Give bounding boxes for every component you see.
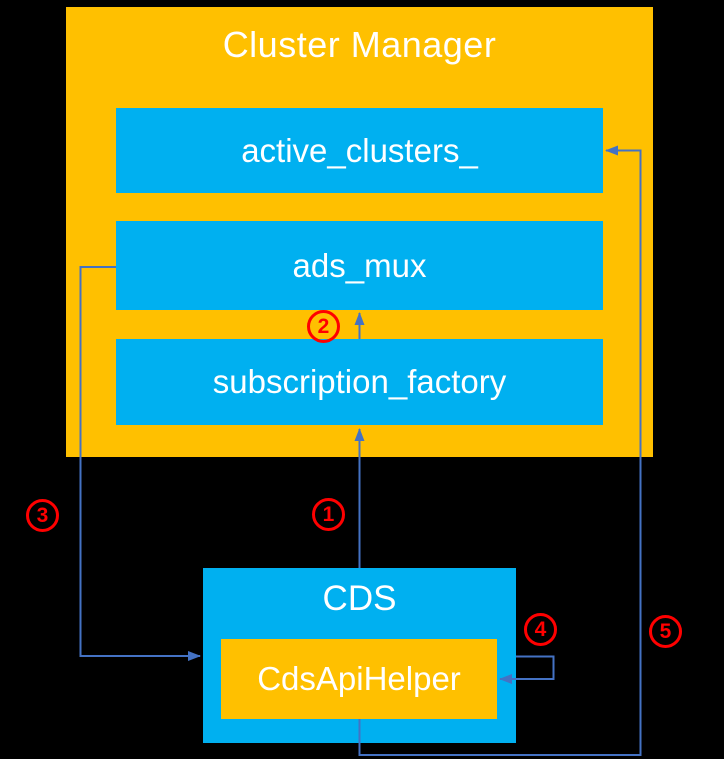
component-subscription-factory: subscription_factory: [116, 339, 603, 425]
step-badge-3: 3: [26, 499, 59, 532]
component-ads-mux: ads_mux: [116, 221, 603, 310]
step-badge-5: 5: [649, 615, 682, 648]
component-active-clusters: active_clusters_: [116, 108, 603, 193]
cluster-manager-title: Cluster Manager: [222, 24, 497, 65]
step-badge-4: 4: [524, 613, 557, 646]
cds-title: CDS: [322, 579, 397, 618]
cds-api-helper-box: CdsApiHelper: [221, 639, 497, 719]
step-badge-1: 1: [312, 498, 345, 531]
step-badge-2: 2: [307, 310, 340, 343]
